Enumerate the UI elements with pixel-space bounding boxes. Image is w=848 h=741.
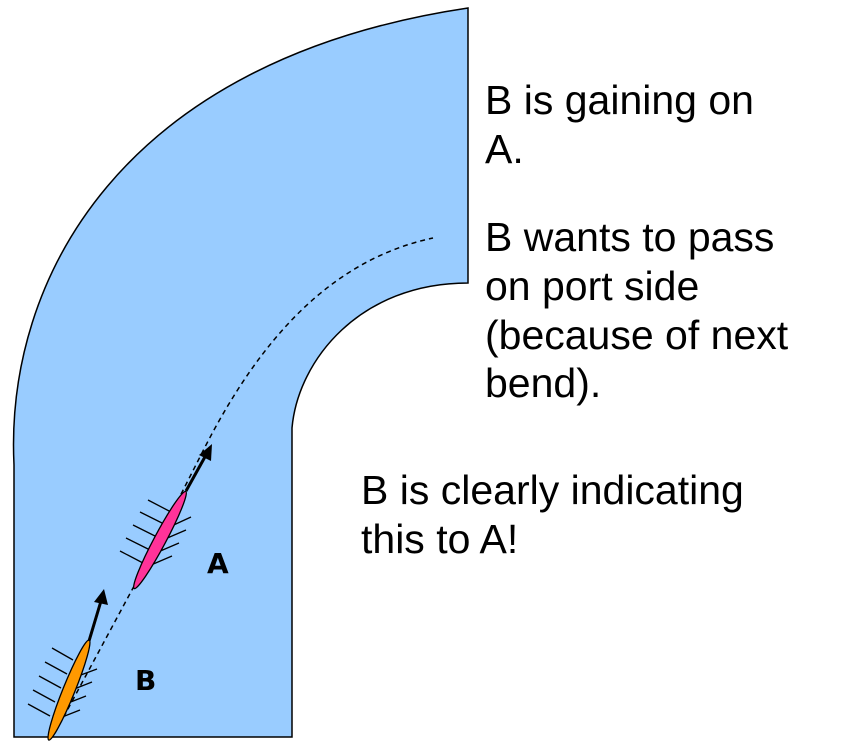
boat-b-arrowhead (94, 589, 108, 605)
explanation-gaining: B is gaining on A. (485, 77, 754, 172)
explanation-pass-port-side: B wants to pass on port side (because of… (485, 214, 789, 407)
boat-b-direction-arrow (87, 600, 103, 642)
boat-a-arrowhead (199, 444, 212, 461)
planned-course-line (54, 237, 434, 734)
boat-a-hull (132, 490, 188, 590)
river-channel (12, 7, 469, 738)
boat-b-label: B (135, 664, 156, 697)
explanation-indicating: B is clearly indicating this to A! (361, 467, 744, 562)
boat-a-label: A (207, 547, 229, 580)
boat-a-direction-arrow (184, 454, 208, 492)
